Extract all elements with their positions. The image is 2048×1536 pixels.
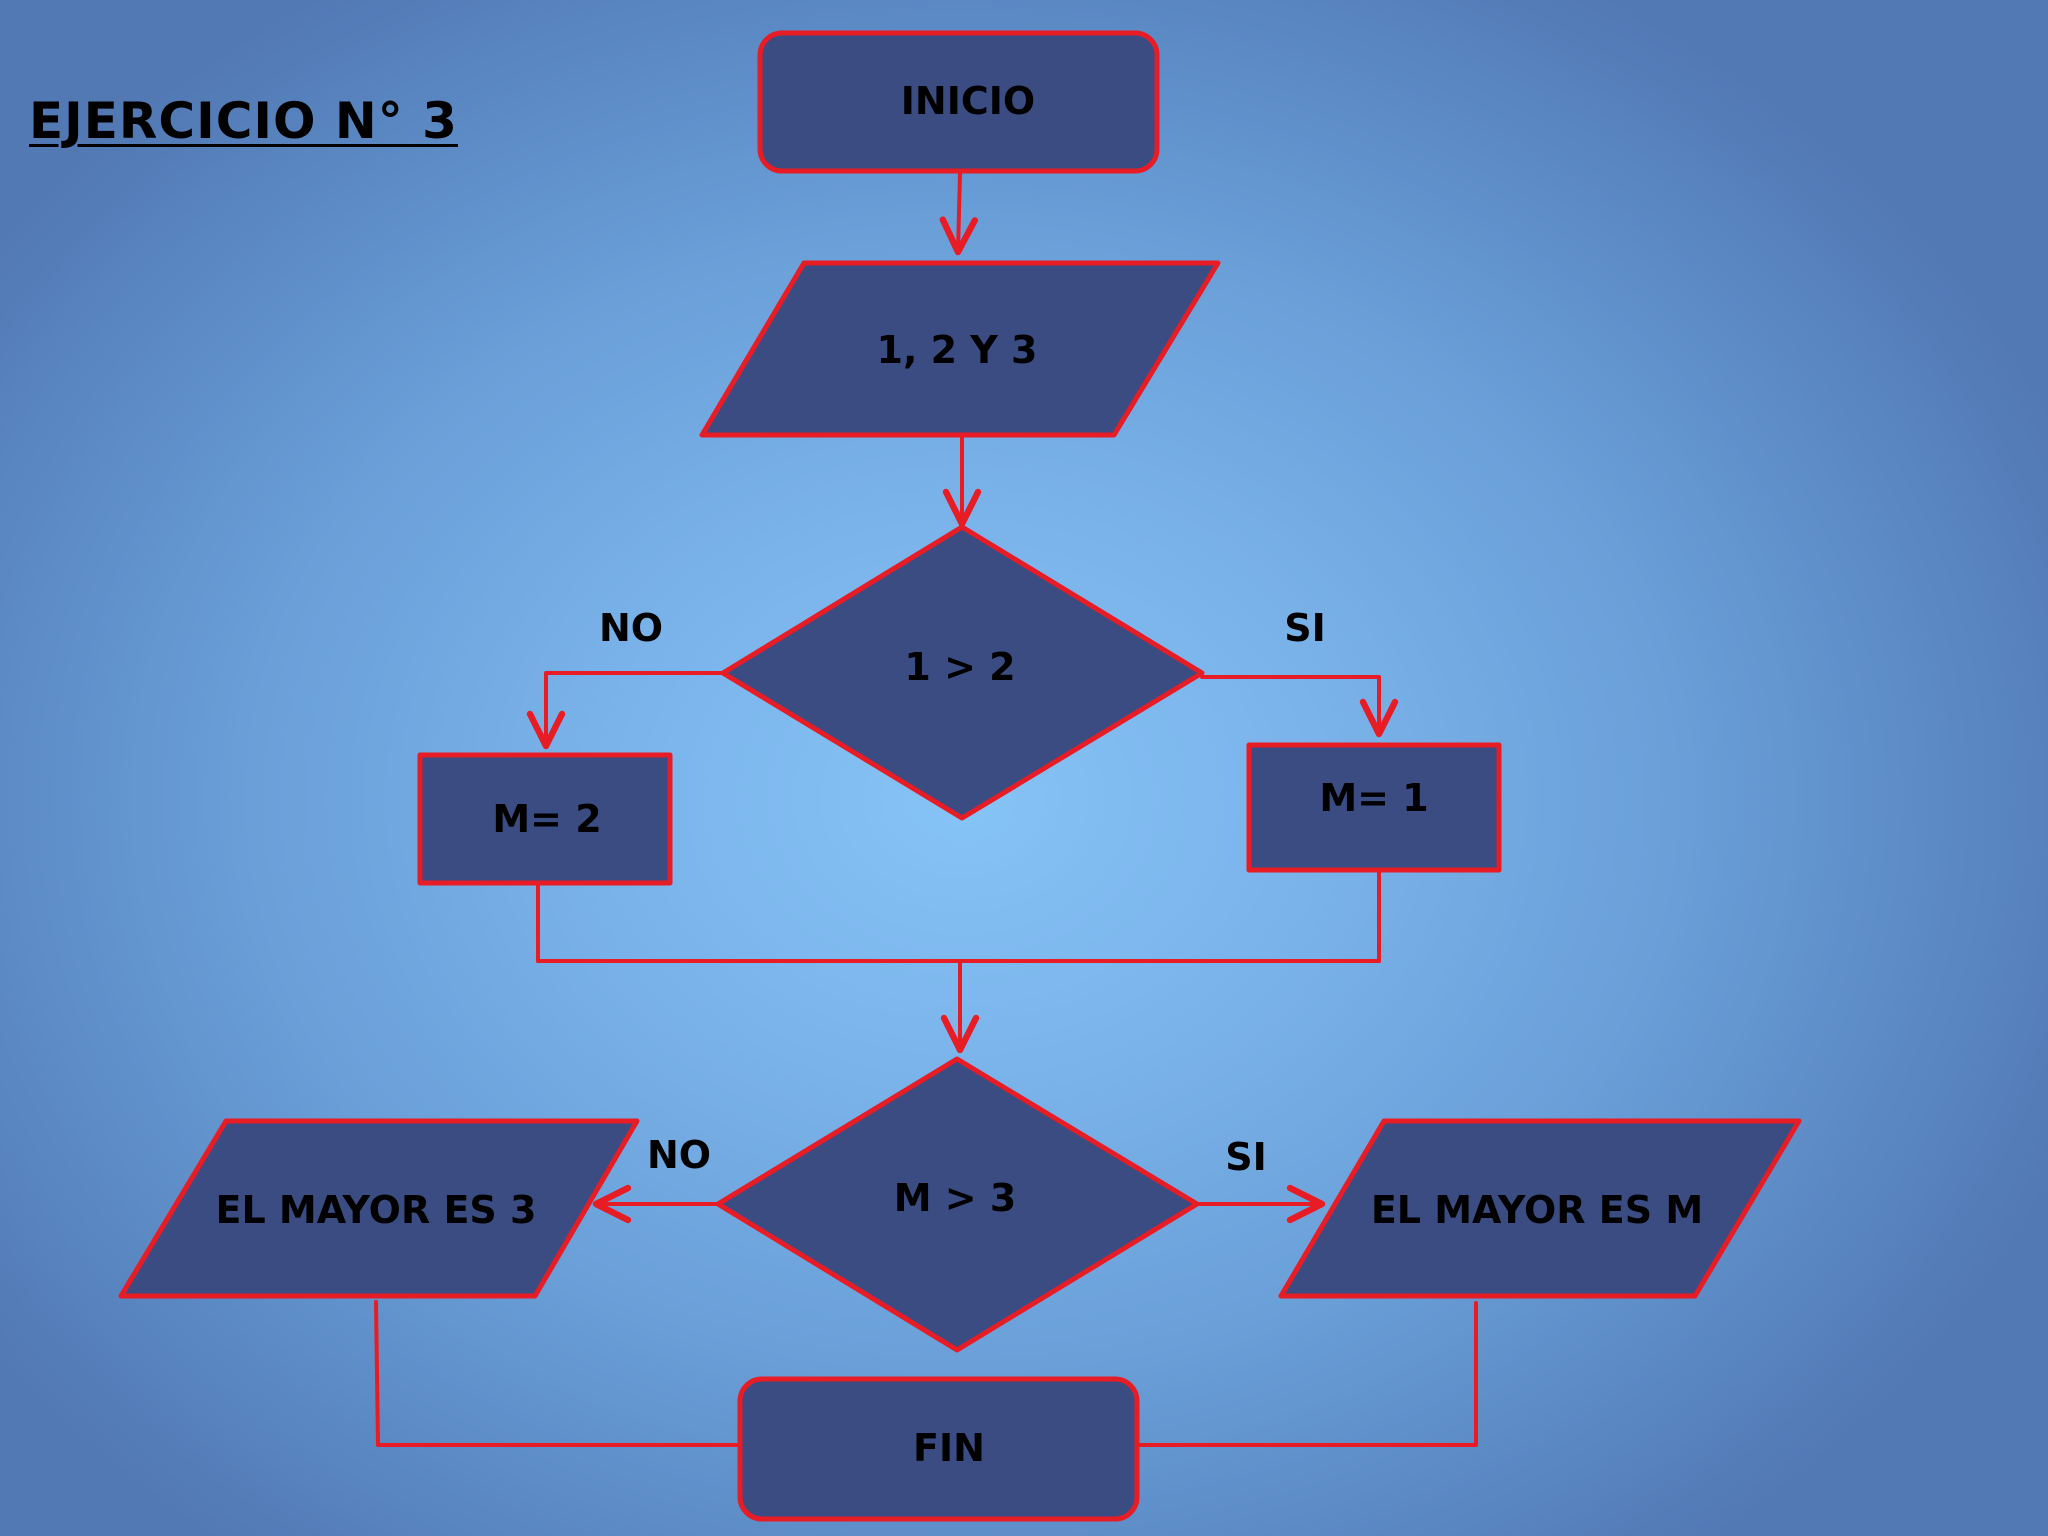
edge-label-d1-no: NO — [599, 606, 663, 650]
arrow-decision1-si — [1200, 675, 1399, 738]
process-m2-label: M= 2 — [492, 797, 601, 841]
start-label: INICIO — [901, 79, 1035, 123]
connectors — [374, 171, 1478, 1447]
page-title: EJERCICIO N° 3 — [29, 92, 458, 150]
edge-labels: NO SI NO SI — [599, 606, 1326, 1179]
arrow-inicio-to-input — [939, 171, 979, 256]
edge-label-d1-si: SI — [1284, 606, 1326, 650]
outputM-parallelogram — [1278, 1118, 1802, 1299]
decision1-label: 1 > 2 — [904, 645, 1015, 689]
input-parallelogram — [699, 260, 1221, 438]
process-m1 — [1246, 742, 1502, 873]
end-label: FIN — [913, 1426, 985, 1470]
line-output3-to-fin — [374, 1300, 742, 1447]
start-terminal — [757, 30, 1160, 174]
edge-label-d2-no: NO — [647, 1133, 711, 1177]
output3-parallelogram — [118, 1118, 640, 1299]
node-labels: INICIO 1, 2 Y 3 1 > 2 M= 2 M= 1 M > 3 EL… — [216, 79, 1704, 1470]
output3-label: EL MAYOR ES 3 — [216, 1188, 537, 1232]
decision1-diamond — [720, 524, 1205, 821]
process-m2 — [417, 752, 673, 886]
end-terminal — [737, 1376, 1140, 1522]
edge-label-d2-si: SI — [1225, 1135, 1267, 1179]
decision2-label: M > 3 — [894, 1176, 1017, 1220]
nodes — [118, 30, 1802, 1522]
line-outputM-to-fin — [1137, 1301, 1478, 1447]
arrow-decision1-no — [526, 671, 725, 750]
input-label: 1, 2 Y 3 — [877, 328, 1038, 372]
outputM-label: EL MAYOR ES M — [1371, 1188, 1703, 1232]
process-m1-label: M= 1 — [1319, 776, 1428, 820]
decision2-diamond — [715, 1056, 1200, 1353]
